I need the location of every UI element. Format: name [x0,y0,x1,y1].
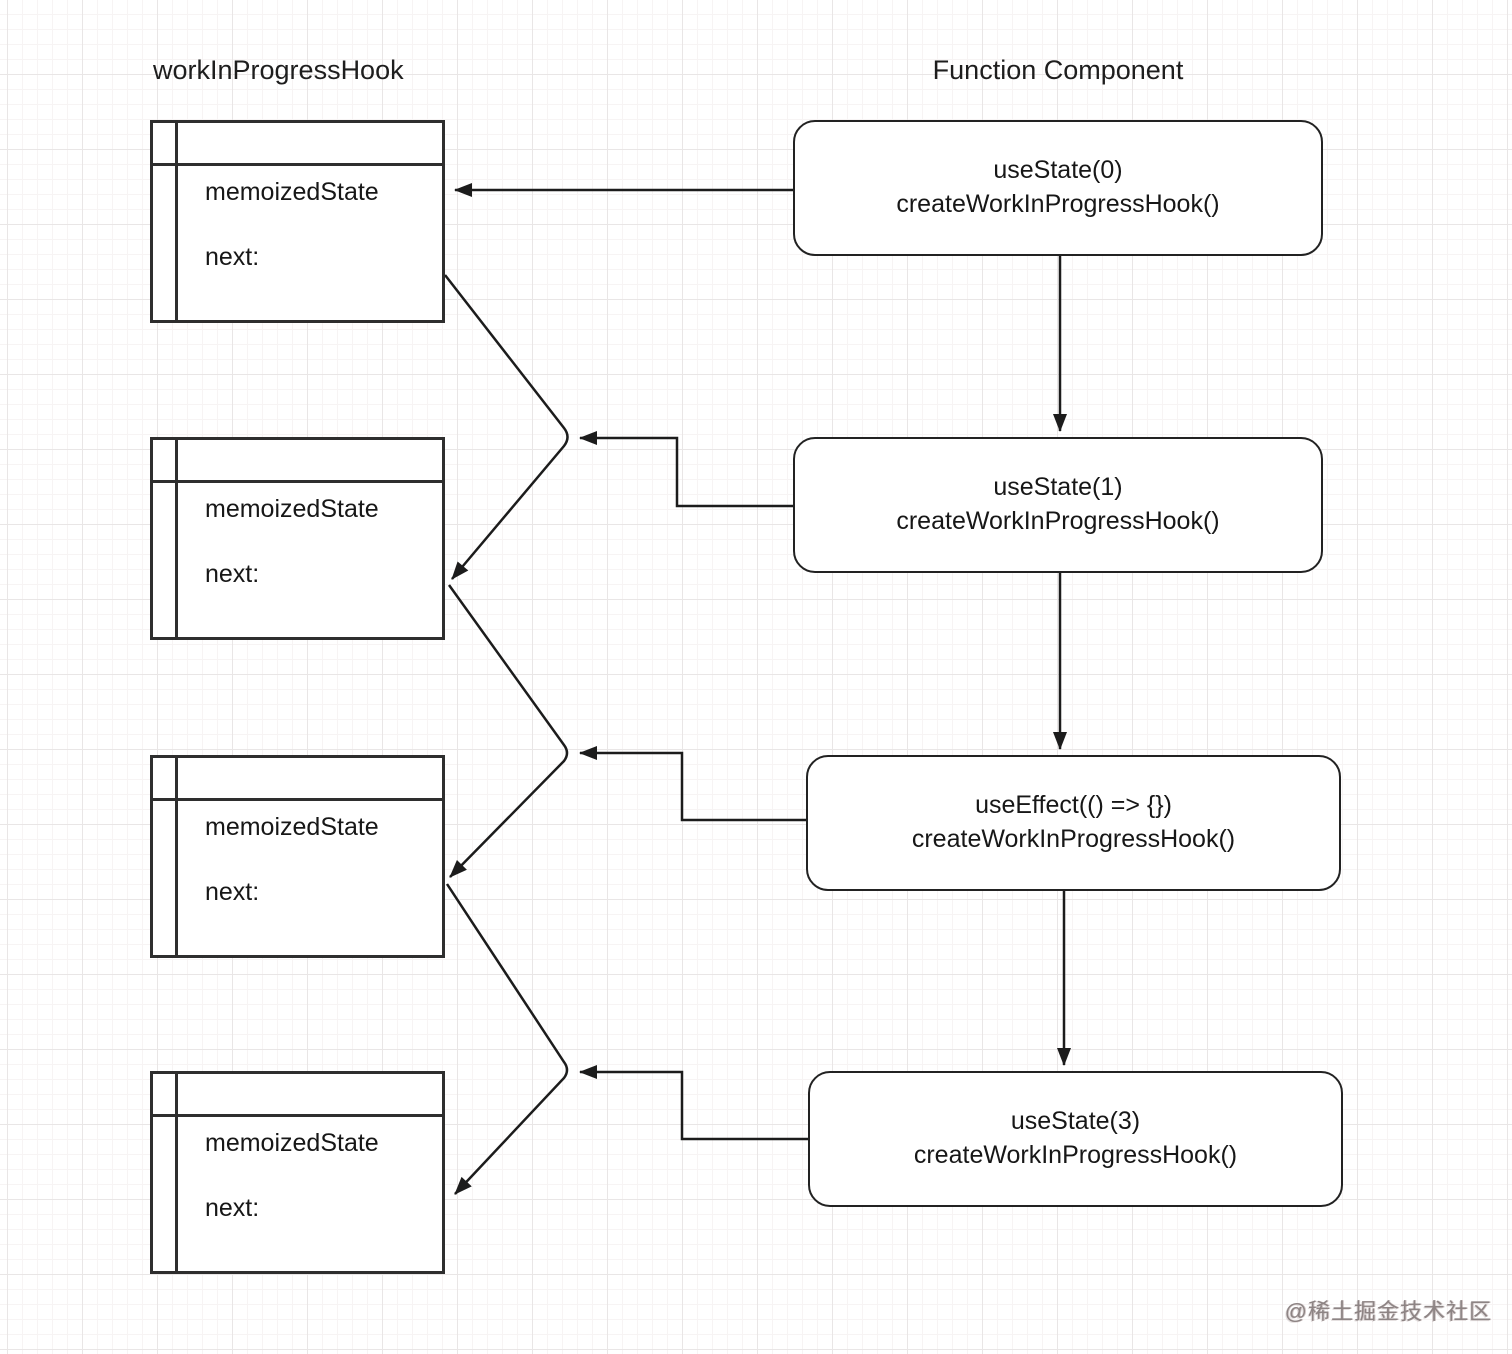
fn-call-label: useEffect(() => {}) [975,791,1172,820]
next-label: next: [205,243,260,271]
next-label: next: [205,560,260,588]
hook-node-divider-horizontal [153,163,442,166]
fn-node-usestate3: useState(3) createWorkInProgressHook() [808,1071,1343,1207]
left-column-title: workInProgressHook [153,55,404,85]
arrow-hook2-next-to-hook3 [447,584,569,878]
hook-node-1: memoizedState next: [150,120,445,323]
fn-sub-label: createWorkInProgressHook() [896,507,1220,535]
fn-node-useeffect: useEffect(() => {}) createWorkInProgress… [806,755,1341,891]
fn-sub-label: createWorkInProgressHook() [911,825,1236,853]
arrow-hook3-next-to-hook4 [445,883,569,1195]
fn-node-usestate0: useState(0) createWorkInProgressHook() [793,120,1323,256]
fn-node-usestate1: useState(1) createWorkInProgressHook() [793,437,1323,573]
right-column-title: Function Component [932,55,1184,85]
hook-node-divider-vertical [175,123,178,320]
hook-node-divider-horizontal [153,798,442,801]
memoized-state-label: memoizedState [205,178,379,206]
hook-node-divider-vertical [175,1074,178,1271]
fn-call-label: useState(3) [1010,1107,1141,1136]
hook-node-divider-vertical [175,758,178,955]
watermark-text: @稀土掘金技术社区 [1284,1299,1492,1324]
next-label: next: [205,878,260,906]
arrow-usestate3-to-hook-junction [579,1065,808,1141]
hook-node-divider-horizontal [153,480,442,483]
hook-node-2: memoizedState next: [150,437,445,640]
arrow-useeffect-to-hook-junction [579,746,806,822]
fn-sub-label: createWorkInProgressHook() [896,190,1220,218]
memoized-state-label: memoizedState [205,495,379,523]
fn-call-label: useState(0) [993,156,1123,185]
fn-sub-label: createWorkInProgressHook() [913,1141,1238,1169]
hook-node-divider-horizontal [153,1114,442,1117]
hook-node-divider-vertical [175,440,178,637]
arrow-hook1-next-to-hook2 [444,274,569,580]
memoized-state-label: memoizedState [205,813,379,841]
arrow-usestate1-to-hook-junction [579,431,793,508]
memoized-state-label: memoizedState [205,1129,379,1157]
hook-node-3: memoizedState next: [150,755,445,958]
next-label: next: [205,1194,260,1222]
hook-node-4: memoizedState next: [150,1071,445,1274]
fn-call-label: useState(1) [993,473,1123,502]
